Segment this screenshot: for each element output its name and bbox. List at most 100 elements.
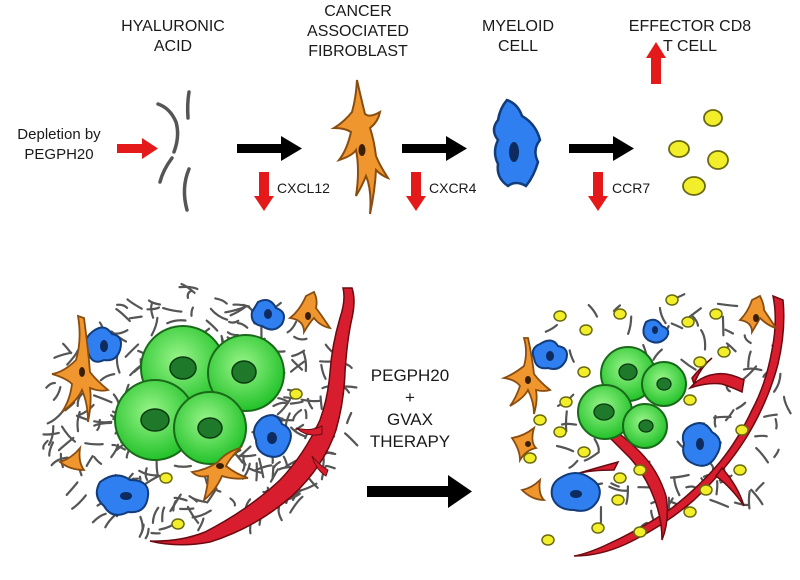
fiber-strand [116,303,129,309]
label-cancer-associated-fibroblast: CANCER ASSOCIATED FIBROBLAST [298,2,418,62]
label-depletion: Depletion by PEGPH20 [0,125,118,165]
fiber-strand [320,363,327,380]
fiber-strand [178,285,199,291]
fiber-strand [241,458,246,472]
fiber-strand [774,418,778,430]
fiber-strand [782,395,792,415]
t-cell [681,316,695,328]
fiber-strand [724,409,735,422]
fiber-strand [205,319,219,332]
fiber-strand [84,442,104,446]
label-line: Depletion by [17,126,101,143]
fiber-strand [277,397,289,403]
label-line: FIBROBLAST [308,43,408,60]
fiber-strand [658,306,667,325]
fiber-strand [173,496,188,502]
fiber-strand [46,410,64,425]
label-myeloid-cell: MYELOID CELL [458,17,578,57]
fiber-strand [99,373,116,382]
t-cell [699,484,713,496]
fiber-strand [773,372,782,393]
depletion-arrow [117,138,158,159]
decrease-arrow-ccr7 [588,172,608,211]
fiber-strand [293,335,308,341]
fiber-strand [138,469,159,477]
fiber-strand [298,482,318,492]
fiber-strand [755,447,769,464]
fiber-strand [228,319,240,324]
fiber-strand [93,455,103,465]
fiber-strand [93,421,113,427]
t-cell [633,526,647,538]
fiber-strand [304,409,308,420]
black-arrow-2 [402,136,467,161]
fiber-strand [161,506,166,523]
fiber-strand [750,488,764,506]
tumor-cells-left [114,325,285,465]
t-cell [553,310,567,322]
t-cell [541,534,555,546]
fiber-strand [50,456,69,467]
fiber-strand [124,343,140,358]
fiber-strand [302,350,308,373]
fiber-strand [288,492,301,500]
fiber-strand [150,316,159,337]
fiber-strand [755,481,765,492]
fiber-strand [169,493,182,513]
fiber-strand [325,464,336,470]
fiber-strand [289,495,304,514]
fiber-strand [139,515,144,533]
fiber-strand [724,328,735,335]
fiber-strand [652,348,663,361]
fiber-strand [277,506,283,522]
fiber-strand [286,320,298,334]
fiber-strand [224,306,246,314]
fiber-strand [709,498,730,508]
fiber-strand [292,408,303,421]
fiber-strand [282,455,289,467]
fiber-strand [48,441,55,457]
fiber-strand [144,467,149,481]
fiber-strand [272,401,287,408]
label-line: CANCER [324,3,392,20]
fiber-strand [155,457,159,477]
fiber-strand [115,308,131,323]
fiber-strand [725,342,737,353]
fiber-strand [128,315,143,320]
fiber-strand [291,349,306,358]
fiber-strand [166,319,187,325]
fiber-strand [96,418,101,432]
fiber-strand [180,282,196,294]
fiber-strand [162,307,183,313]
t-cell [611,494,625,506]
label-line: PEGPH20 [370,366,450,385]
label-line: ACID [153,38,193,55]
fiber-strand [735,401,747,410]
t-cells-right [523,294,749,546]
fiber-strand [271,465,275,480]
fiber-strand [344,432,359,447]
t-cell [733,464,747,476]
t-cell [553,426,567,438]
fiber-strand [85,455,94,467]
label-line: THERAPY [369,432,451,451]
fiber-strand [188,495,198,503]
fibroblasts-right [500,294,779,501]
fiber-strand [593,437,600,452]
fiber-strand [65,481,79,496]
fiber-strand [680,358,697,371]
blood-vessel-left [149,287,355,546]
fiber-strand [214,297,228,305]
fiber-strand [568,349,575,363]
fiber-strand [186,505,200,524]
t-cell [613,472,627,484]
fiber-strand [104,514,117,529]
fiber-strand [226,331,240,337]
label-therapy: PEGPH20 + GVAX THERAPY [360,365,460,453]
fiber-strand [743,334,752,345]
fiber-strand [52,386,62,401]
therapy-arrow [367,475,472,508]
label-line: GVAX [387,410,433,429]
